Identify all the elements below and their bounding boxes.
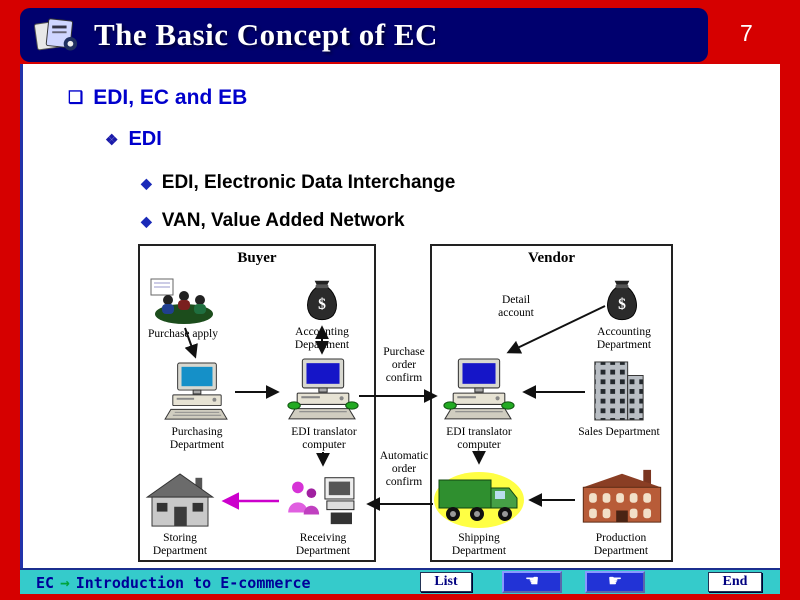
end-button[interactable]: End bbox=[708, 572, 762, 592]
diamond-cluster-bullet-icon: ❖ bbox=[105, 131, 119, 149]
sales-label: Sales Department bbox=[578, 426, 660, 438]
bullet-level1-text: EDI, EC and EB bbox=[93, 86, 248, 109]
hand-right-icon: ☛ bbox=[607, 573, 623, 590]
dollar-sign: $ bbox=[318, 296, 326, 313]
purchase-apply-label: Purchase apply bbox=[148, 328, 218, 340]
slide-body: ❑ EDI, EC and EB ❖ EDI ◆ EDI, Electronic… bbox=[20, 64, 780, 568]
footer-bar: EC → Introduction to E-commerce List ☚ ☛ E… bbox=[20, 568, 780, 594]
footer-arrow-icon: → bbox=[60, 573, 70, 592]
dollar-sign: $ bbox=[618, 296, 626, 313]
vendor-title: Vendor bbox=[528, 250, 575, 266]
page-number: 7 bbox=[740, 20, 753, 46]
meeting-icon bbox=[149, 276, 215, 326]
house-icon bbox=[143, 472, 217, 528]
bullet-level1: ❑ EDI, EC and EB bbox=[68, 86, 247, 110]
edi-diagram: Buyer Vendor Purchase apply bbox=[133, 242, 678, 567]
production-label: Production Department bbox=[593, 532, 649, 557]
computer-icon bbox=[161, 362, 233, 422]
prev-button[interactable]: ☚ bbox=[502, 571, 562, 593]
money-bag-icon: $ bbox=[603, 278, 641, 322]
page-title: The Basic Concept of EC bbox=[94, 17, 438, 52]
footer-text: EC → Introduction to E-commerce bbox=[36, 573, 311, 592]
footer-lecture-title: Introduction to E-commerce bbox=[75, 574, 311, 592]
office-building-icon bbox=[589, 358, 647, 422]
slide-header: The Basic Concept of EC bbox=[20, 8, 708, 62]
automatic-order-confirm-label: Automatic order confirm bbox=[379, 450, 429, 488]
computer-disks-icon bbox=[441, 358, 517, 422]
vendor-accounting-label: Accounting Department bbox=[596, 326, 652, 351]
buyer-accounting-label: Accounting Department bbox=[294, 326, 350, 351]
bullet-level3-item: ◆ EDI, Electronic Data Interchange bbox=[141, 172, 455, 194]
people-computer-icon bbox=[283, 470, 363, 528]
next-button[interactable]: ☛ bbox=[585, 571, 645, 593]
diamond-bullet-icon: ◆ bbox=[141, 174, 152, 191]
shipping-label: Shipping Department bbox=[451, 532, 507, 557]
buyer-edi-label: EDI translator computer bbox=[291, 426, 357, 451]
square-bullet-icon: ❑ bbox=[68, 88, 84, 107]
factory-icon bbox=[579, 466, 665, 526]
detail-account-label: Detail account bbox=[498, 294, 534, 319]
hand-left-icon: ☚ bbox=[524, 573, 540, 590]
money-bag-icon: $ bbox=[303, 278, 341, 322]
receiving-label: Receiving Department bbox=[295, 532, 351, 557]
bullet-level3-text: EDI, Electronic Data Interchange bbox=[161, 172, 456, 193]
purchase-order-confirm-label: Purchase order confirm bbox=[383, 346, 425, 384]
bullet-level2: ❖ EDI bbox=[105, 128, 162, 151]
computer-disks-icon bbox=[285, 358, 361, 422]
footer-course: EC bbox=[36, 574, 55, 592]
purchasing-label: Purchasing Department bbox=[169, 426, 225, 451]
bullet-level3-text: VAN, Value Added Network bbox=[161, 210, 405, 231]
storing-label: Storing Department bbox=[152, 532, 208, 557]
buyer-title: Buyer bbox=[237, 250, 277, 266]
books-icon bbox=[34, 15, 80, 55]
vendor-edi-label: EDI translator computer bbox=[446, 426, 512, 451]
bullet-level2-text: EDI bbox=[128, 128, 162, 150]
list-button[interactable]: List bbox=[420, 572, 472, 592]
bullet-level3-item: ◆ VAN, Value Added Network bbox=[141, 210, 405, 232]
diamond-bullet-icon: ◆ bbox=[141, 212, 152, 229]
truck-icon bbox=[433, 468, 525, 530]
